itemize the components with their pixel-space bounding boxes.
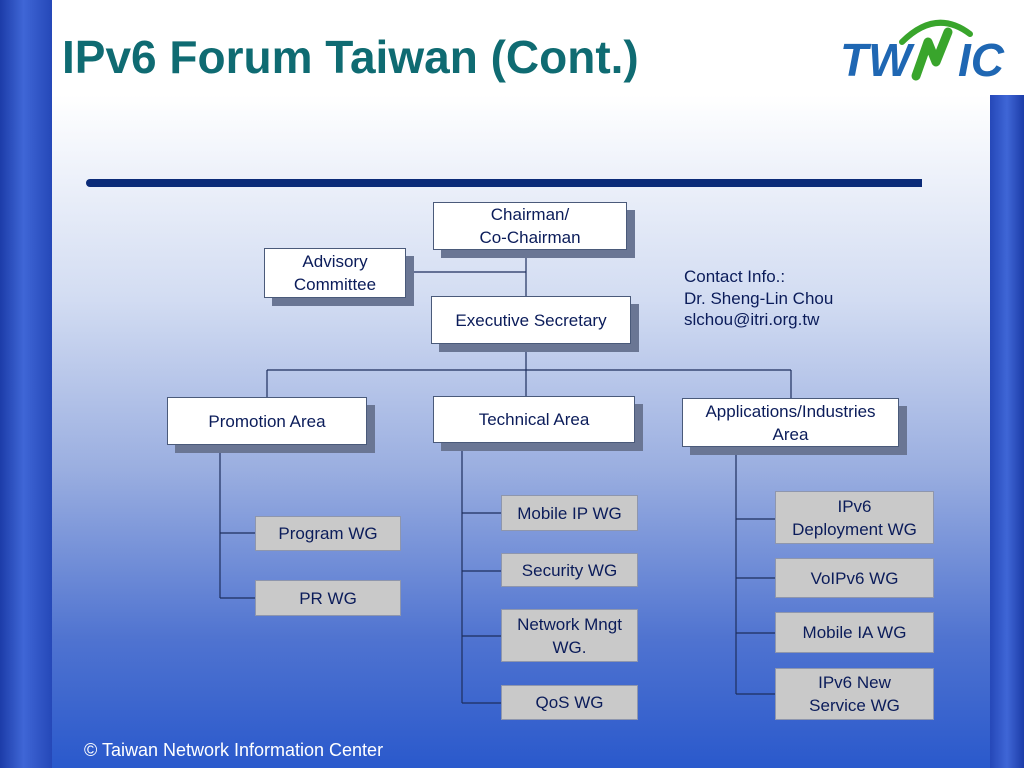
qos-wg-label: QoS WG: [535, 693, 604, 712]
contact-heading: Contact Info.:: [684, 267, 786, 286]
mobile-ia-wg-label: Mobile IA WG: [802, 623, 907, 642]
svg-text:TW: TW: [840, 34, 915, 84]
mobile-ip-wg-label: Mobile IP WG: [517, 503, 622, 523]
executive-secretary-box: Executive Secretary: [431, 296, 631, 344]
slide-title: IPv6 Forum Taiwan (Cont.): [62, 31, 639, 83]
footer-copyright: © Taiwan Network Information Center: [84, 740, 384, 760]
title-divider: [86, 179, 922, 187]
chairman-label-line2: Co-Chairman: [479, 228, 581, 247]
ipv6-new-service-wg-label-line1: IPv6 New: [818, 673, 891, 692]
advisory-label-line1: Advisory: [302, 252, 368, 271]
program-wg-box: Program WG: [255, 516, 401, 551]
applications-area-label-line2: Area: [772, 424, 809, 444]
voipv6-wg-box: VoIPv6 WG: [775, 558, 934, 598]
promotion-area-label: Promotion Area: [208, 411, 326, 431]
technical-area-label: Technical Area: [478, 410, 590, 429]
promotion-area-box: Promotion Area: [167, 397, 367, 445]
left-decorative-bar: [0, 0, 52, 768]
voipv6-wg-label: VoIPv6 WG: [810, 568, 899, 588]
chairman-label-line1: Chairman/: [490, 205, 570, 224]
svg-text:IC: IC: [958, 34, 1005, 84]
security-wg-box: Security WG: [501, 553, 638, 587]
ipv6-deployment-wg-label-line1: IPv6: [837, 496, 872, 516]
program-wg-label: Program WG: [278, 524, 378, 543]
executive-secretary-label: Executive Secretary: [455, 310, 607, 330]
pr-wg-label: PR WG: [299, 588, 357, 608]
network-mngt-wg-label-line2: WG.: [552, 637, 587, 657]
right-decorative-bar: [990, 95, 1024, 768]
twnic-logo: TW IC: [840, 19, 1005, 84]
ipv6-deployment-wg-label-line2: Deployment WG: [792, 519, 917, 539]
chairman-box: Chairman/Co-Chairman: [433, 202, 627, 250]
applications-area-label-line1: Applications/Industries: [705, 401, 876, 421]
security-wg-label: Security WG: [521, 560, 618, 580]
network-mngt-wg-label-line1: Network Mngt: [517, 614, 622, 634]
ipv6-new-service-wg-label-line2: Service WG: [809, 696, 900, 715]
advisory-label-line2: Committee: [293, 275, 377, 294]
contact-email: slchou@itri.org.tw: [684, 310, 820, 329]
technical-area-box: Technical Area: [433, 396, 635, 443]
contact-name: Dr. Sheng-Lin Chou: [684, 288, 834, 308]
contact-info: Contact Info.: Dr. Sheng-Lin Chou slchou…: [684, 266, 833, 331]
qos-wg-box: QoS WG: [501, 685, 638, 720]
pr-wg-box: PR WG: [255, 580, 401, 616]
mobile-ip-wg-box: Mobile IP WG: [501, 495, 638, 531]
mobile-ia-wg-box: Mobile IA WG: [775, 612, 934, 653]
